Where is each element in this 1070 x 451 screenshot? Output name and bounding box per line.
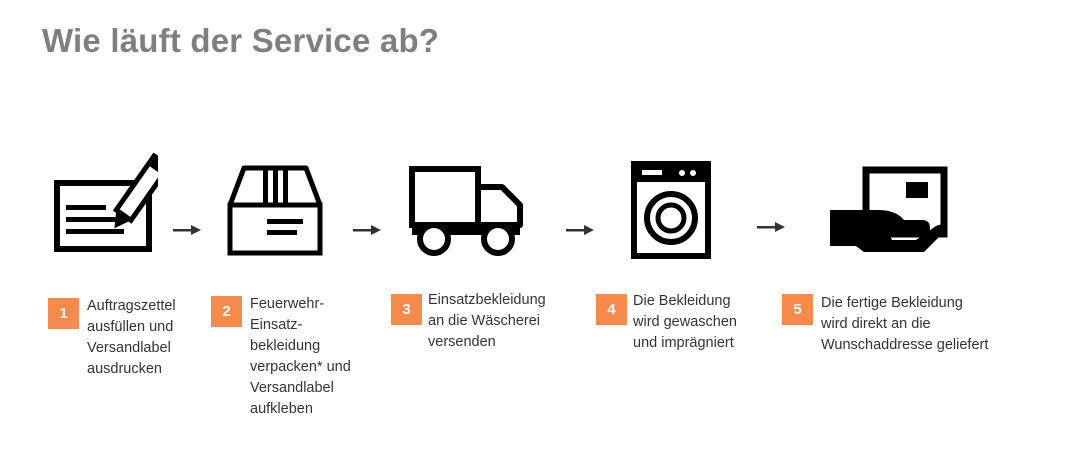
step-description: Auftragszettel ausfüllen und Versandlabe… <box>87 298 176 377</box>
step-number-badge: 4 <box>596 294 627 325</box>
step-description: Einsatzbekleidung an die Wäscherei verse… <box>428 292 546 350</box>
package-box-icon <box>227 165 323 256</box>
step-description: Feuerwehr- Einsatz- bekleidung verpacken… <box>250 296 351 417</box>
delivery-truck-icon <box>409 166 523 256</box>
page-title: Wie läuft der Service ab? <box>42 22 440 59</box>
order-form-pen-icon <box>54 152 158 252</box>
step-number-badge: 1 <box>48 298 79 329</box>
step-description: Die fertige Bekleidung wird direkt an di… <box>821 295 989 353</box>
step-number-badge: 3 <box>391 294 422 325</box>
step-number-badge: 2 <box>211 296 242 327</box>
step-description: Die Bekleidung wird gewaschen und impräg… <box>633 293 737 351</box>
arrow-right-icon <box>566 225 594 235</box>
arrow-right-icon <box>757 222 785 232</box>
step-number-badge: 5 <box>782 294 813 325</box>
arrow-right-icon <box>173 225 201 235</box>
washing-machine-icon <box>631 161 711 259</box>
arrow-right-icon <box>353 225 381 235</box>
hand-delivery-icon <box>830 166 948 252</box>
